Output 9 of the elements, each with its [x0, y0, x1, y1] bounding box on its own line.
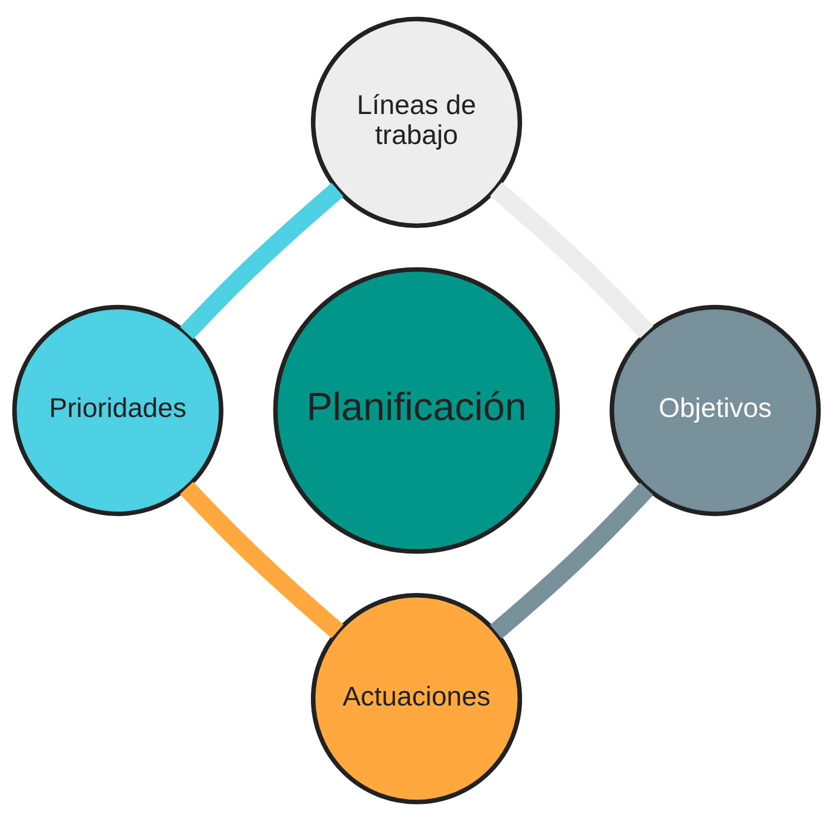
connector	[490, 482, 654, 638]
node-circle: Actuaciones	[310, 592, 522, 804]
node-circle: Objetivos	[610, 304, 821, 516]
connector	[180, 182, 344, 339]
node-circle: Líneas de trabajo	[310, 16, 522, 228]
node-circle: Planificación	[273, 266, 560, 554]
node-circle: Prioridades	[12, 304, 224, 516]
connector	[490, 182, 654, 338]
connector	[180, 481, 344, 638]
